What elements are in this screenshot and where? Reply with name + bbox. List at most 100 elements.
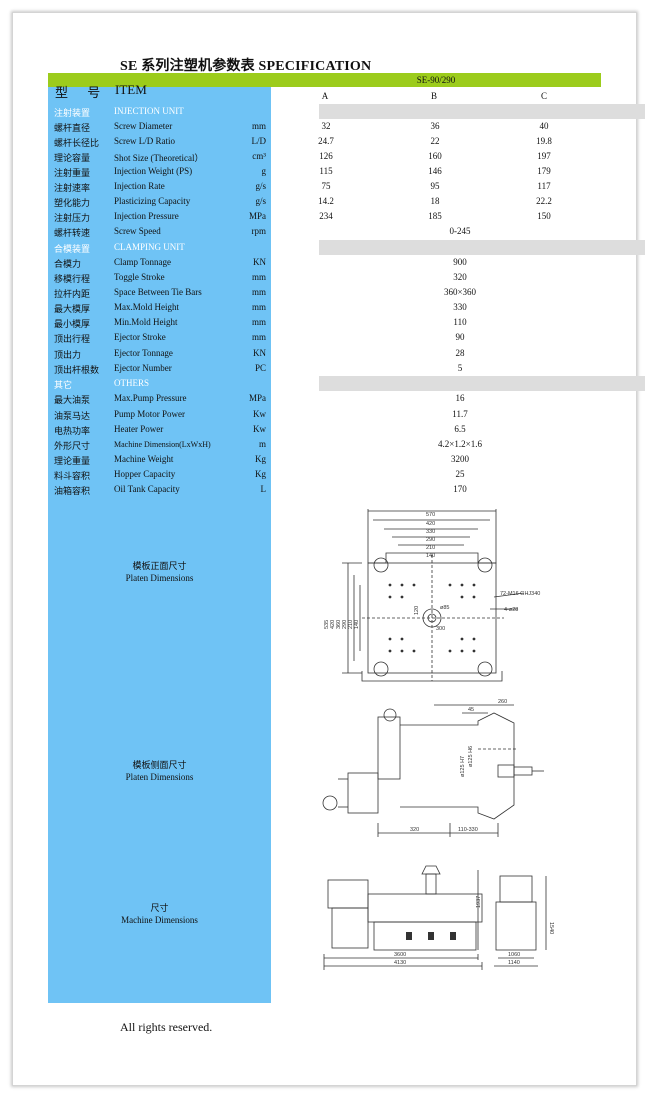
row-value-b: 185 <box>428 211 442 221</box>
row-cn: 塑化能力 <box>54 198 91 208</box>
table-row: 理论重量 Machine Weight Kg 3200 <box>48 452 601 467</box>
row-value: 11.7 <box>452 409 468 419</box>
row-value-a: 24.7 <box>318 136 334 146</box>
row-value-b: 95 <box>430 181 440 191</box>
row-value: 28 <box>455 348 465 358</box>
dim-label: 210 <box>348 620 354 629</box>
row-value: 170 <box>453 484 467 494</box>
row-unit: mm <box>251 272 266 282</box>
table-row: 塑化能力 Plasticizing Capacity g/s 14.2 18 2… <box>48 194 601 209</box>
header-item-label: ITEM <box>115 82 147 97</box>
caption-cn: 模板正面尺寸 <box>132 561 187 571</box>
caption-en: Platen Dimensions <box>125 573 194 583</box>
column-header-b: B <box>430 91 437 101</box>
section-divider <box>319 104 645 119</box>
section-divider <box>319 376 645 391</box>
dim-label: 4-ø28 <box>504 607 518 613</box>
table-row: 注射重量 Injection Weight (PS) g 115 146 179 <box>48 164 601 179</box>
dim-label: 72-M16 GHJ340 <box>500 591 540 597</box>
row-en: Oil Tank Capacity <box>114 484 180 494</box>
footer-text: All rights reserved. <box>120 1020 213 1034</box>
row-cn: 最大油泵 <box>54 395 91 405</box>
row-value-a: 75 <box>321 181 331 191</box>
dim-label: 320 <box>410 827 419 833</box>
row-value: 320 <box>453 272 467 282</box>
row-unit: L/D <box>251 136 267 146</box>
dim-label: 45 <box>468 707 474 713</box>
row-value-c: 117 <box>537 181 551 191</box>
row-cn: 顶出杆根数 <box>54 365 100 375</box>
table-row: 合模力 Clamp Tonnage KN 900 <box>48 255 601 270</box>
dim-label: ø85 <box>440 605 449 611</box>
row-unit: mm <box>251 287 266 297</box>
row-value-c: 197 <box>537 151 551 161</box>
dim-label: 1060 <box>508 952 520 958</box>
row-cn: 外形尺寸 <box>54 441 91 451</box>
row-value-b: 22 <box>430 136 440 146</box>
table-row: 外形尺寸 Machine Dimension(LxWxH) m 4.2×1.2×… <box>48 437 601 452</box>
dim-label: 420 <box>330 620 336 629</box>
row-cn: 螺杆直径 <box>54 123 91 133</box>
row-en: Heater Power <box>114 424 164 434</box>
section-en: INJECTION UNIT <box>114 106 184 116</box>
dim-label: 300 <box>436 626 445 632</box>
row-en: Screw Speed <box>114 226 161 236</box>
item-column-background <box>48 73 271 1003</box>
platen-front-drawing: 570 420 330 290 210 140 535 420 360 290 … <box>324 509 540 682</box>
section-en: CLAMPING UNIT <box>114 242 185 252</box>
dim-label: 1937 <box>476 896 482 908</box>
row-unit: MPa <box>248 393 266 403</box>
row-en: Screw L/D Ratio <box>114 136 175 146</box>
dim-label: 260 <box>498 699 507 705</box>
row-value: 110 <box>453 317 467 327</box>
machine-caption: 尺寸 Machine Dimensions <box>48 902 271 926</box>
table-row: 注射速率 Injection Rate g/s 75 95 117 <box>48 179 601 194</box>
row-value: 6.5 <box>454 424 466 434</box>
row-value: 90 <box>455 332 465 342</box>
section-clamping-unit: 合模装置 CLAMPING UNIT <box>48 240 645 255</box>
table-row: 电热功率 Heater Power Kw 6.5 <box>48 422 601 437</box>
row-value-c: 22.2 <box>536 196 552 206</box>
dim-label: 330 <box>426 529 435 535</box>
platen-front-caption: 模板正面尺寸 Platen Dimensions <box>48 560 271 584</box>
table-row: 移模行程 Toggle Stroke mm 320 <box>48 270 601 285</box>
section-others: 其它 OTHERS <box>48 376 645 391</box>
platen-side-caption: 模板侧面尺寸 Platen Dimensions <box>48 759 271 783</box>
dim-label: 420 <box>426 521 435 527</box>
row-unit: mm <box>251 302 266 312</box>
table-row: 油箱容积 Oil Tank Capacity L 170 <box>48 482 601 497</box>
dim-label: 120 <box>414 606 420 615</box>
row-cn: 油泵马达 <box>54 411 91 421</box>
row-en: Shot Size (Theoretical） <box>114 153 204 163</box>
row-en: Injection Weight (PS) <box>114 166 193 176</box>
row-unit: mm <box>251 332 266 342</box>
row-en: Plasticizing Capacity <box>114 196 191 206</box>
row-cn: 螺杆转速 <box>54 228 91 238</box>
row-en: Max.Pump Pressure <box>114 393 187 403</box>
row-value: 360×360 <box>443 287 477 297</box>
section-cn: 注射装置 <box>54 108 91 118</box>
row-cn: 最小模厚 <box>54 319 91 329</box>
row-value-a: 32 <box>321 121 331 131</box>
page-title: SE 系列注塑机参数表 SPECIFICATION <box>120 59 372 74</box>
header-model-name: SE-90/290 <box>416 75 456 85</box>
table-row: 顶出杆根数 Ejector Number PC 5 <box>48 361 601 376</box>
row-unit: KN <box>253 348 266 358</box>
table-row: 顶出行程 Ejector Stroke mm 90 <box>48 330 601 345</box>
row-cn: 顶出力 <box>54 350 82 360</box>
dim-label: 210 <box>426 545 435 551</box>
row-unit: g/s <box>255 181 266 191</box>
row-unit: g/s <box>255 196 266 206</box>
row-unit: cm³ <box>252 151 266 161</box>
caption-en: Platen Dimensions <box>125 772 194 782</box>
dim-label: 3600 <box>394 952 406 958</box>
table-row: 螺杆直径 Screw Diameter mm 32 36 40 <box>48 119 601 134</box>
row-cn: 油箱容积 <box>54 486 91 496</box>
row-value-c: 19.8 <box>536 136 552 146</box>
row-value-b: 36 <box>430 121 440 131</box>
row-unit: mm <box>251 317 266 327</box>
row-en: Space Between Tie Bars <box>114 287 202 297</box>
dim-label: 110-330 <box>458 827 478 833</box>
row-unit: g <box>261 166 267 176</box>
row-cn: 注射重量 <box>54 168 91 178</box>
